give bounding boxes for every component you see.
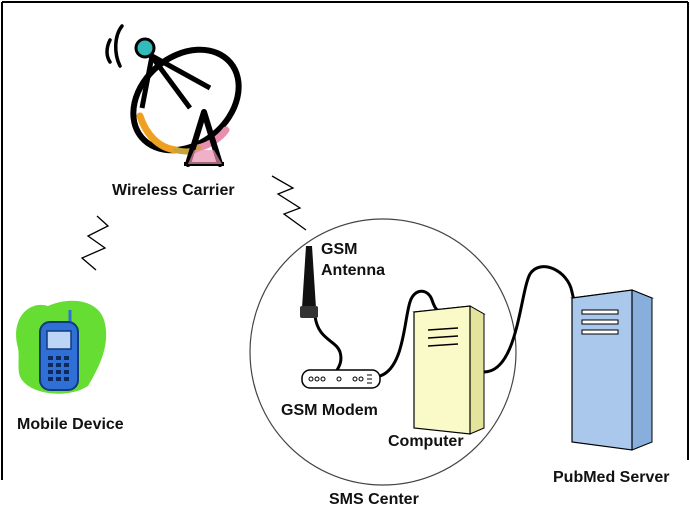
wireless-signals [80,175,307,271]
gsm-modem-label: GSM Modem [281,402,378,419]
signal-carrier-to-sms [271,175,307,231]
signal-mobile-to-carrier [80,215,110,271]
sms-center-label: SMS Center [329,491,419,508]
modem-computer-cable [378,289,442,378]
diagram-frame [1,1,689,480]
server-tower-icon [570,289,654,451]
pubmed-server-label: PubMed Server [553,469,669,486]
computer-tower-icon [412,305,486,435]
mobile-device-label: Mobile Device [17,416,124,433]
sms-center-circle [249,218,517,486]
antenna-modem-cable [313,314,343,374]
antenna-label: Antenna [321,262,385,279]
satellite-dish-icon [105,24,242,167]
mobile-phone-icon [16,300,107,394]
modem-icon [301,369,381,389]
wireless-carrier-label: Wireless Carrier [112,182,235,199]
computer-label: Computer [388,433,464,450]
antenna-icon [300,246,318,318]
gsm-label: GSM [321,241,357,258]
